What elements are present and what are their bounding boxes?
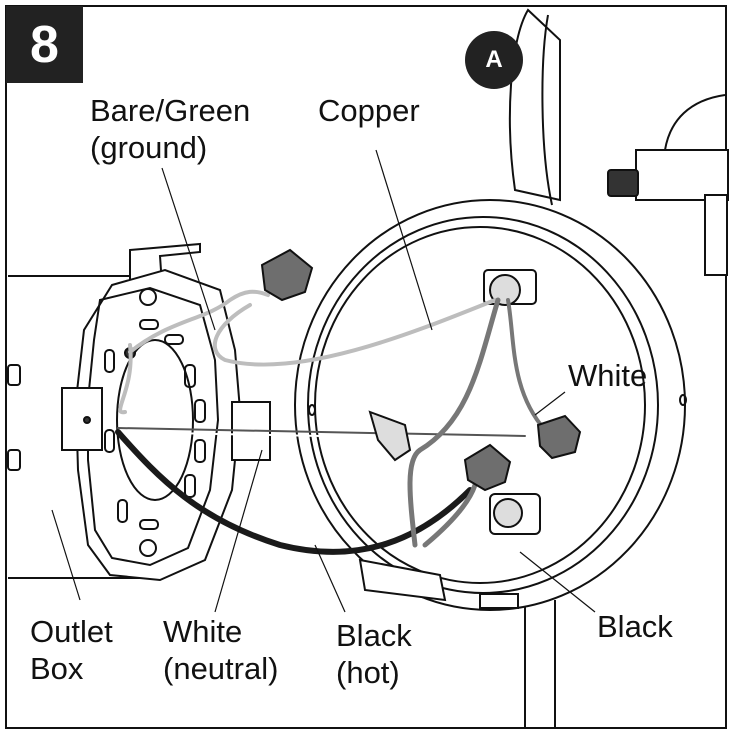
label-neutral-line1: White	[163, 614, 243, 649]
label-ground-line1: Bare/Green	[90, 93, 251, 128]
label-neutral: White (neutral)	[163, 613, 278, 687]
label-copper: Copper	[318, 93, 420, 128]
label-hot: Black (hot)	[336, 617, 412, 691]
wires	[115, 289, 547, 555]
fixture-canopy	[294, 199, 687, 611]
label-outlet-box: Outlet Box	[30, 613, 113, 687]
fixture-arm	[508, 8, 729, 728]
label-neutral-line2: (neutral)	[163, 651, 279, 686]
label-black-fixture: Black	[597, 609, 673, 644]
label-ground: Bare/Green (ground)	[90, 92, 250, 166]
step-number-badge: 8	[6, 6, 83, 83]
wire-connectors	[260, 248, 582, 492]
label-hot-line2: (hot)	[336, 655, 400, 690]
label-outlet-line1: Outlet	[30, 614, 113, 649]
label-white-fixture: White	[568, 358, 648, 393]
callout-a: A	[465, 31, 523, 89]
label-ground-line2: (ground)	[90, 130, 208, 165]
label-hot-line1: Black	[336, 618, 412, 653]
diagram-frame	[5, 5, 727, 729]
leader-lines	[51, 149, 596, 613]
label-outlet-line2: Box	[30, 651, 84, 686]
mounting-bracket	[61, 242, 271, 582]
